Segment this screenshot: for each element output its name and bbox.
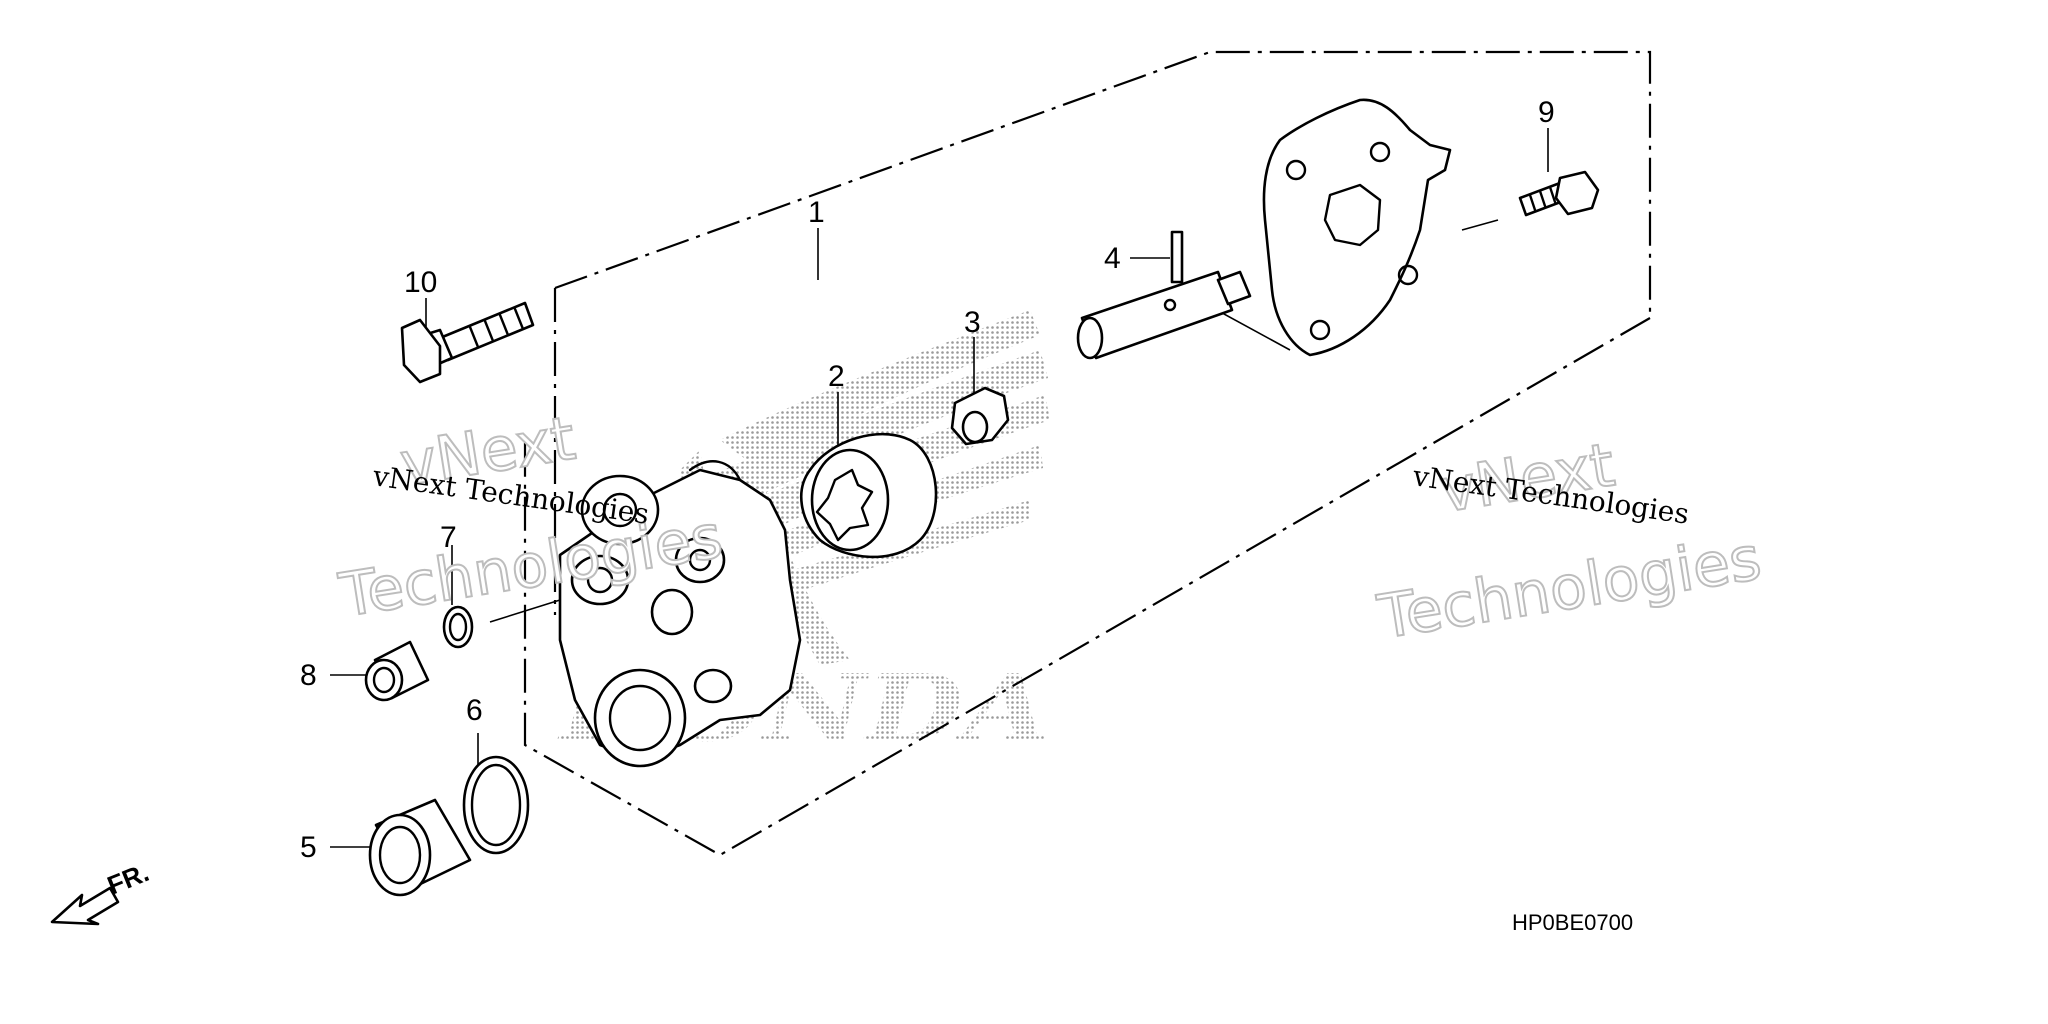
part-5-collar xyxy=(368,798,472,897)
callout-7: 7 xyxy=(440,521,457,554)
part-3-inner-rotor xyxy=(950,386,1010,446)
callout-1: 1 xyxy=(808,196,825,229)
pump-cover-plate xyxy=(1262,98,1452,357)
pump-body xyxy=(558,460,802,768)
part-6-large-o-ring xyxy=(462,755,530,855)
callout-5: 5 xyxy=(300,831,317,864)
assembly-outline xyxy=(523,50,1652,857)
part-4-pin xyxy=(1170,230,1184,284)
part-9-flange-bolt xyxy=(1518,170,1600,217)
callout-4: 4 xyxy=(1104,242,1121,275)
part-2-outer-rotor xyxy=(799,432,938,559)
part-8-collar xyxy=(364,640,430,702)
callout-8: 8 xyxy=(300,659,317,692)
pump-shaft xyxy=(1076,270,1252,360)
callout-9: 9 xyxy=(1538,96,1555,129)
callout-10: 10 xyxy=(404,266,437,299)
part-10-flange-bolt xyxy=(400,301,535,384)
watermark-right: vNext Technologies xyxy=(1372,429,1767,654)
callout-2: 2 xyxy=(828,360,845,393)
callout-3: 3 xyxy=(964,306,981,339)
part-7-small-o-ring xyxy=(442,605,474,649)
front-direction-arrow: FR. xyxy=(50,857,153,926)
diagram-code: HP0BE0700 xyxy=(1512,910,1633,935)
callout-6: 6 xyxy=(466,694,483,727)
watermark-right-big-2: Technologies xyxy=(1373,524,1766,654)
